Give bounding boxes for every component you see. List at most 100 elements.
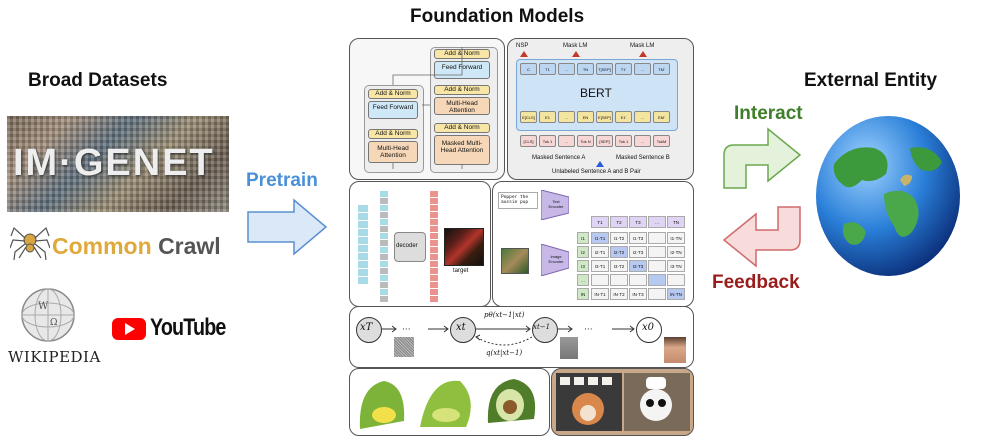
crawl-text: Crawl bbox=[158, 233, 221, 259]
node-xt bbox=[450, 317, 476, 343]
image-encoder-label: Image Encoder bbox=[548, 254, 564, 264]
encoder-add-norm-bottom: Add & Norm bbox=[368, 129, 418, 139]
clip-similarity-cell: IN·T3 bbox=[629, 288, 647, 300]
decoder-masked-multi-head: Masked Multi-Head Attention bbox=[434, 135, 490, 165]
youtube-play-icon bbox=[112, 318, 146, 340]
text-encoder-label: Text Encoder bbox=[548, 199, 564, 209]
clip-similarity-cell bbox=[648, 232, 666, 244]
common-crawl-logo: Common Crawl bbox=[52, 233, 221, 260]
diffusion-panel: xT xt pθ(xt−1|xt) q(xt|xt−1) xt−1 x0 ···… bbox=[349, 306, 694, 368]
pair-arrow-icon bbox=[596, 161, 604, 167]
decoder-add-norm-3: Add & Norm bbox=[434, 123, 490, 133]
clip-similarity-cell bbox=[629, 274, 647, 286]
clip-similarity-cell bbox=[648, 274, 666, 286]
mask-lm-arrow-icon-1 bbox=[572, 51, 580, 57]
bert-output-token: T1' bbox=[615, 63, 632, 75]
transformer-connectors bbox=[392, 47, 463, 169]
mask-lm-label-2: Mask LM bbox=[630, 43, 655, 49]
node-xT bbox=[356, 317, 382, 343]
bert-input-token: ... bbox=[558, 135, 575, 147]
interact-label: Interact bbox=[734, 103, 803, 124]
bert-input-token: Tok 1 bbox=[539, 135, 556, 147]
clip-similarity-cell: IN·T1 bbox=[591, 288, 609, 300]
interact-arrow bbox=[723, 127, 802, 189]
q-label: q(xt|xt−1) bbox=[486, 349, 523, 357]
decoder-multi-head: Multi-Head Attention bbox=[434, 97, 490, 115]
masked-sentence-b: Masked Sentence B bbox=[616, 155, 670, 161]
clip-similarity-cell bbox=[648, 288, 666, 300]
bert-embedding-token: ... bbox=[634, 111, 651, 123]
clip-similarity-cell bbox=[648, 246, 666, 258]
bert-embedding-token: E[SEP] bbox=[596, 111, 613, 123]
feedback-label: Feedback bbox=[712, 272, 800, 293]
avocado-chair-images bbox=[359, 379, 536, 429]
clip-similarity-cell bbox=[610, 274, 628, 286]
clip-similarity-cell: I3·T1 bbox=[591, 260, 609, 272]
bert-embedding-token: EM' bbox=[653, 111, 670, 123]
node-xT-label: xT bbox=[360, 322, 373, 333]
clip-image-embedding: IN bbox=[577, 288, 589, 300]
decoder-add-norm-2: Add & Norm bbox=[434, 85, 490, 95]
bert-output-token: ... bbox=[558, 63, 575, 75]
bert-embedding-token: E1' bbox=[615, 111, 632, 123]
encoder-multi-head: Multi-Head Attention bbox=[368, 141, 418, 163]
svg-text:···: ··· bbox=[402, 325, 411, 335]
bert-input-token: ... bbox=[634, 135, 651, 147]
foundation-models-title: Foundation Models bbox=[410, 6, 585, 27]
bert-title: BERT bbox=[580, 86, 612, 100]
clip-similarity-cell: I2·T3 bbox=[629, 246, 647, 258]
clip-image-embedding: I1 bbox=[577, 232, 589, 244]
bert-output-token: T1 bbox=[539, 63, 556, 75]
clip-similarity-cell: I2·T1 bbox=[591, 246, 609, 258]
clip-similarity-cell: IN·TN bbox=[667, 288, 685, 300]
encoder-add-norm-top: Add & Norm bbox=[368, 89, 418, 99]
bert-output-token: ... bbox=[634, 63, 651, 75]
feedback-arrow bbox=[722, 206, 801, 268]
bert-output-token: C bbox=[520, 63, 537, 75]
p-theta-label: pθ(xt−1|xt) bbox=[484, 311, 525, 319]
mae-panel: decoder target bbox=[349, 181, 491, 307]
wikipedia-wordmark: Wikipedia bbox=[8, 348, 101, 366]
clip-similarity-cell: I2·T2 bbox=[610, 246, 628, 258]
clip-image-embedding: I2 bbox=[577, 246, 589, 258]
node-xt-1-label: xt−1 bbox=[533, 323, 551, 331]
node-x0-label: x0 bbox=[642, 322, 655, 333]
clip-text-embedding: T2 bbox=[610, 216, 628, 228]
clip-image-thumb bbox=[501, 248, 529, 274]
svg-text:W: W bbox=[38, 301, 49, 312]
image-encoder-block bbox=[541, 244, 569, 276]
clip-image-embedding: ... bbox=[577, 274, 589, 286]
clip-text-prompt: Pepper the aussie pup bbox=[498, 192, 538, 209]
earth-globe-icon bbox=[816, 116, 960, 276]
clip-text-embedding: T1 bbox=[591, 216, 609, 228]
corgi-panda-images bbox=[556, 373, 690, 431]
svg-text:Ω: Ω bbox=[50, 318, 57, 328]
clip-similarity-cell: IN·T2 bbox=[610, 288, 628, 300]
clip-text-embedding: ... bbox=[648, 216, 666, 228]
clip-text-embedding: TN bbox=[667, 216, 685, 228]
bert-embedding-token: E1 bbox=[539, 111, 556, 123]
mae-input-tokens bbox=[358, 204, 368, 284]
clip-similarity-cell: I1·TN bbox=[667, 232, 685, 244]
clip-similarity-cell: I3·TN bbox=[667, 260, 685, 272]
node-xt-1 bbox=[532, 317, 558, 343]
wikipedia-globe-icon: W Ω bbox=[20, 285, 76, 345]
clip-similarity-cell bbox=[667, 274, 685, 286]
generated-art-panel bbox=[551, 368, 694, 436]
node-xt-label: xt bbox=[456, 322, 466, 333]
encoder-feed-forward: Feed Forward bbox=[368, 101, 418, 119]
youtube-wordmark: YouTube bbox=[150, 314, 226, 341]
clip-similarity-cell bbox=[648, 260, 666, 272]
bert-embedding-token: EN bbox=[577, 111, 594, 123]
bert-embedding-token: ... bbox=[558, 111, 575, 123]
transformer-panel: Add & Norm Feed Forward Add & Norm Multi… bbox=[349, 38, 505, 180]
bert-embedding-token: E[CLS] bbox=[520, 111, 537, 123]
spider-icon bbox=[9, 222, 51, 262]
unlabeled-pair-label: Unlabeled Sentence A and B Pair bbox=[552, 169, 641, 175]
imagenet-logo: IM·GENET bbox=[7, 116, 229, 212]
mae-decoder-block bbox=[394, 232, 426, 262]
pretrain-label: Pretrain bbox=[246, 170, 318, 191]
clip-image-embedding: I3 bbox=[577, 260, 589, 272]
clip-similarity-cell: I1·T3 bbox=[629, 232, 647, 244]
